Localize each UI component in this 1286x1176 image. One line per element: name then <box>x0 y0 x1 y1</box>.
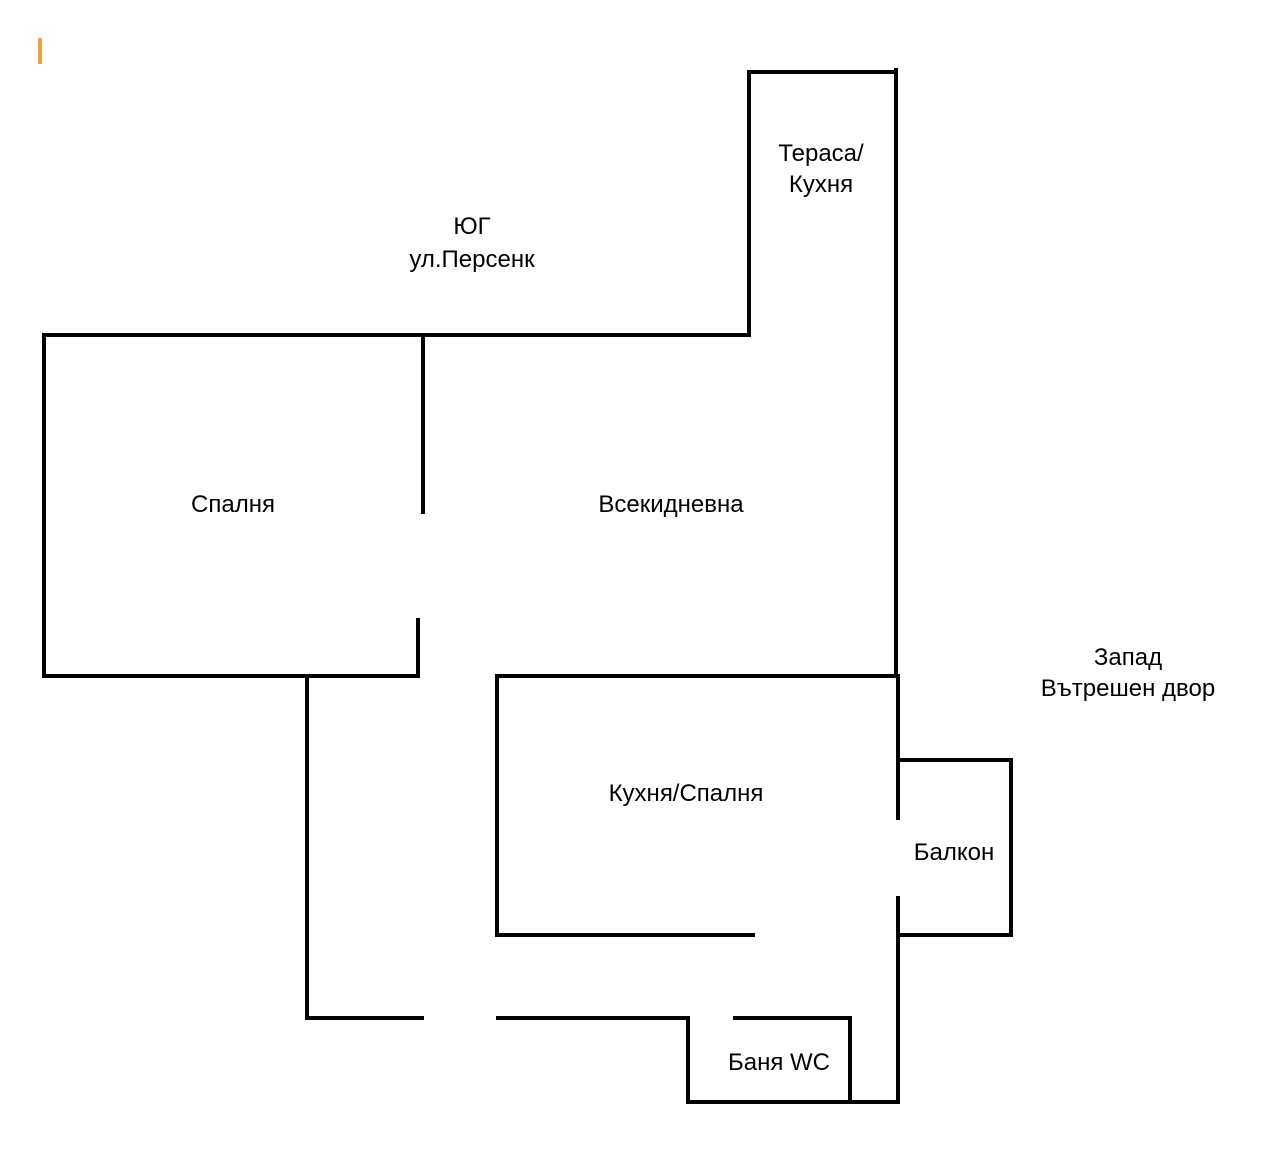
label-balcony: Балкон <box>914 839 994 866</box>
label-south-2: ул.Персенк <box>409 246 535 273</box>
label-terrace-1: Тераса/ <box>778 140 864 167</box>
label-kitchen-bedroom: Кухня/Спалня <box>609 780 764 807</box>
label-bedroom: Спалня <box>191 491 275 518</box>
room-labels: ЮГ ул.Персенк Тераса/ Кухня Спалня Всеки… <box>191 140 1215 1076</box>
walls <box>42 68 1013 1104</box>
label-west-1: Запад <box>1094 644 1162 671</box>
label-terrace-2: Кухня <box>789 171 853 198</box>
label-living-room: Всекидневна <box>598 491 744 518</box>
label-west-2: Вътрешен двор <box>1041 675 1215 702</box>
label-south-1: ЮГ <box>453 213 490 240</box>
label-bathroom: Баня WC <box>728 1049 830 1076</box>
